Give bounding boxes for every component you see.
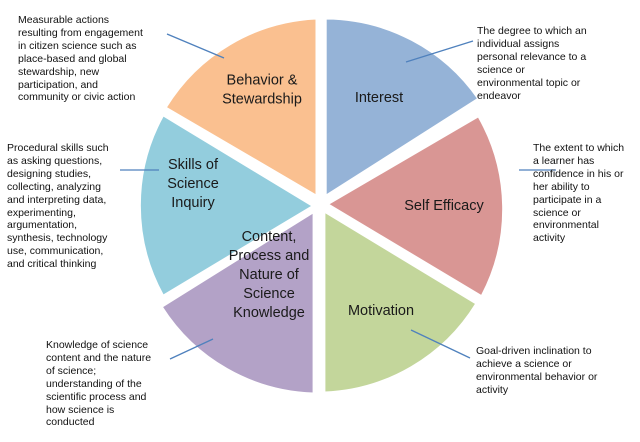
pie-segments [139,18,504,394]
label-line: Science [243,286,295,302]
label-line: Motivation [348,303,414,319]
segment-interest [325,18,479,196]
description-interest: The degree to which an individual assign… [477,25,587,102]
description-self-efficacy: The extent to which a learner has confid… [533,142,625,245]
label-line: Behavior & [227,73,298,89]
leader-line-motivation [410,329,471,359]
segment-motivation [324,211,477,393]
label-line: Interest [355,90,403,106]
label-line: Content, [242,229,297,245]
label-behavior-stewardship: Behavior & Stewardship [222,73,302,108]
label-self-efficacy: Self Efficacy [404,198,484,214]
leader-line-content-knowledge [169,338,214,360]
label-line: Knowledge [233,305,305,321]
description-content-knowledge: Knowledge of science content and the nat… [46,339,152,429]
description-motivation: Goal-driven inclination to achieve a sci… [476,345,598,396]
label-motivation: Motivation [348,303,414,319]
leader-lines [120,33,556,360]
label-line: Inquiry [171,195,215,211]
label-interest: Interest [355,90,403,106]
label-line: Process and [229,248,310,264]
segment-science-inquiry [139,115,313,296]
leader-line-interest [405,40,474,63]
label-line: Self Efficacy [404,198,484,214]
label-line: Stewardship [222,92,302,108]
label-line: Skills of [168,157,219,173]
label-line: Nature of [239,267,300,283]
segment-labels: Interest Self Efficacy Motivation Conten… [167,73,484,322]
description-behavior-stewardship: Measurable actions resulting from engage… [18,14,143,104]
description-science-inquiry: Procedural skills such as asking questio… [7,142,109,271]
segment-behavior-stewardship [165,18,317,196]
label-line: Science [167,176,219,192]
leader-line-behavior-stewardship [166,33,225,59]
segment-self-efficacy [327,116,504,297]
segment-content-knowledge [161,211,314,394]
